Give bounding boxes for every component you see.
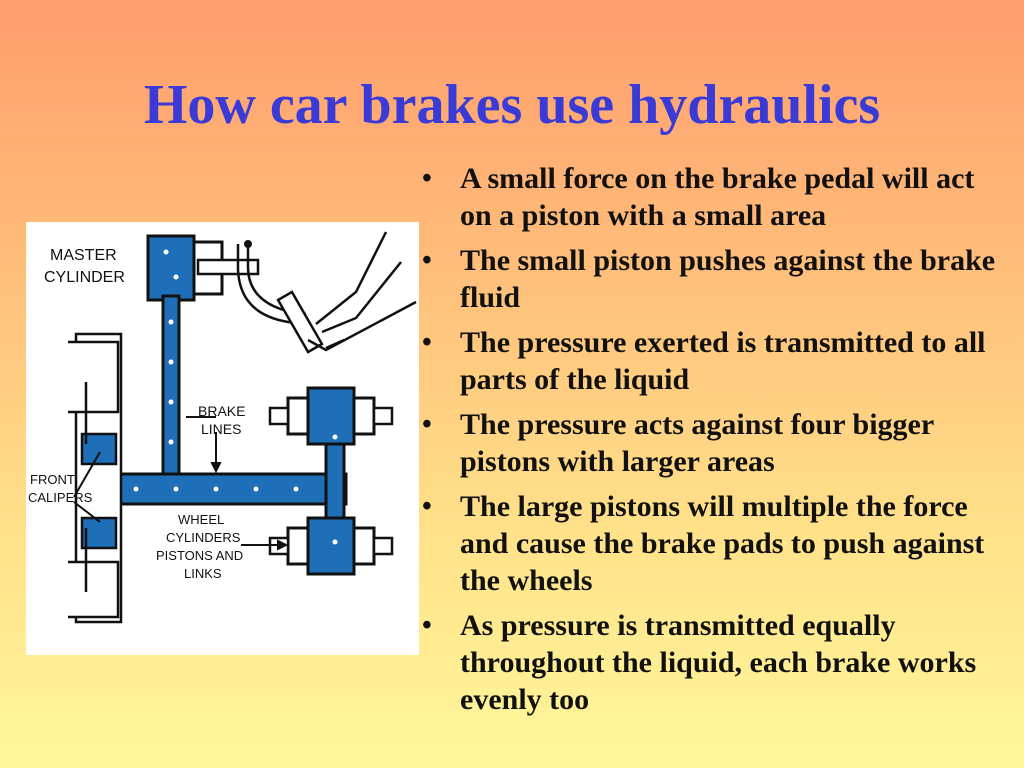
label-brake-lines-line2: LINES [201, 421, 241, 437]
label-front-calipers-line1: FRONT [30, 472, 75, 487]
bullet-item: • The small piston pushes against the bra… [418, 242, 1008, 316]
fluid-flow-markers [133, 249, 338, 545]
brake-system-diagram: MASTER CYLINDER [26, 222, 419, 655]
bullet-item: • The pressure acts against four bigger p… [418, 406, 1008, 480]
bullet-dot-icon: • [422, 409, 432, 440]
bullet-text: The large pistons will multiple the forc… [460, 490, 985, 597]
bullet-text: A small force on the brake pedal will ac… [460, 162, 975, 232]
bullet-dot-icon: • [422, 327, 432, 358]
bullet-item: • As pressure is transmitted equally thro… [418, 607, 1008, 718]
bullet-dot-icon: • [422, 163, 432, 194]
bullet-item: • The pressure exerted is transmitted to … [418, 324, 1008, 398]
bullet-text: As pressure is transmitted equally throu… [460, 609, 977, 716]
bullet-dot-icon: • [422, 491, 432, 522]
front-calipers [68, 332, 123, 624]
label-arrows [73, 416, 289, 551]
rear-wheel-cylinder-top [268, 386, 394, 446]
master-cylinder [146, 234, 260, 302]
bullet-text: The small piston pushes against the brak… [460, 244, 996, 314]
label-front-calipers-line2: CALIPERS [28, 490, 93, 505]
brake-diagram-svg: MASTER CYLINDER [28, 231, 417, 624]
bullet-item: • The large pistons will multiple the for… [418, 488, 1008, 599]
label-brake-lines-line1: BRAKE [198, 403, 245, 419]
label-wheel-cylinders-line3: PISTONS AND [156, 548, 243, 563]
brake-pedal-and-foot [236, 231, 417, 354]
bullet-dot-icon: • [422, 245, 432, 276]
label-wheel-cylinders-line4: LINKS [184, 566, 222, 581]
bullet-text: The pressure acts against four bigger pi… [460, 408, 934, 478]
label-wheel-cylinders-line1: WHEEL [178, 512, 224, 527]
bullet-item: • A small force on the brake pedal will a… [418, 160, 1008, 234]
label-master-cylinder-line1: MASTER [50, 247, 117, 264]
rear-wheel-cylinder-bottom [268, 516, 394, 576]
label-master-cylinder-line2: CYLINDER [44, 269, 125, 286]
bullet-dot-icon: • [422, 610, 432, 641]
bullet-list: • A small force on the brake pedal will a… [418, 160, 1008, 726]
bullet-text: The pressure exerted is transmitted to a… [460, 326, 986, 396]
slide-title: How car brakes use hydraulics [143, 74, 881, 136]
label-wheel-cylinders-line2: CYLINDERS [166, 530, 241, 545]
